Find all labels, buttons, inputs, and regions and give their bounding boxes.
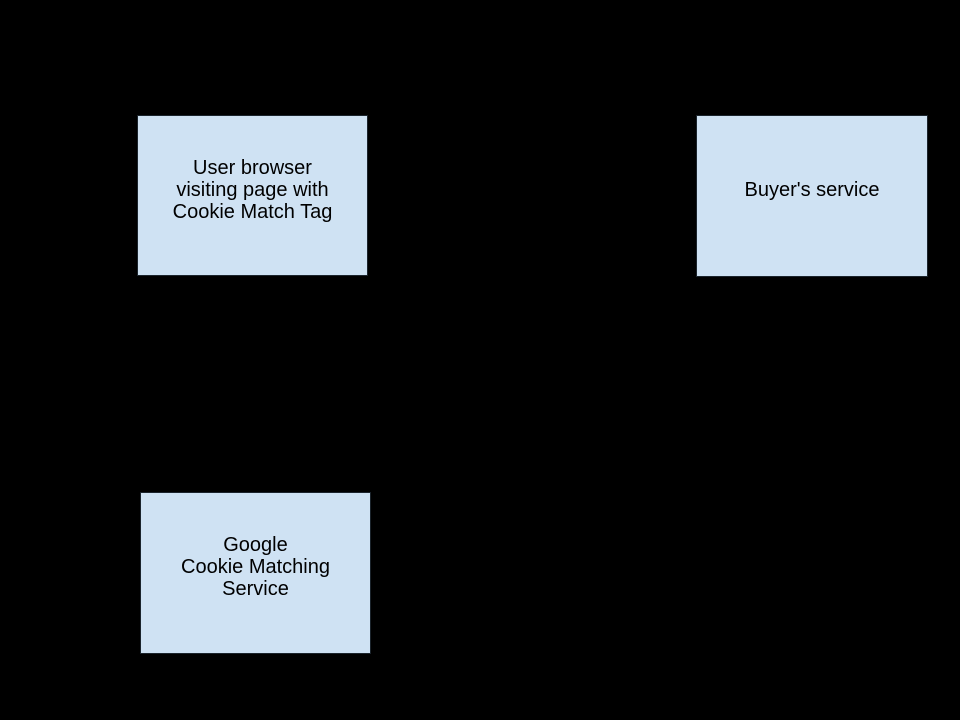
node-user-browser-label: User browser visiting page with Cookie M…: [172, 156, 333, 223]
node-user-browser: User browser visiting page with Cookie M…: [137, 115, 368, 276]
node-google-cookie-matching-service-label: Google Cookie Matching Service: [181, 534, 330, 600]
node-google-cookie-matching-service: Google Cookie Matching Service: [140, 492, 371, 654]
node-buyers-service-label: Buyer's service: [744, 179, 880, 201]
node-buyers-service: Buyer's service: [696, 115, 928, 277]
